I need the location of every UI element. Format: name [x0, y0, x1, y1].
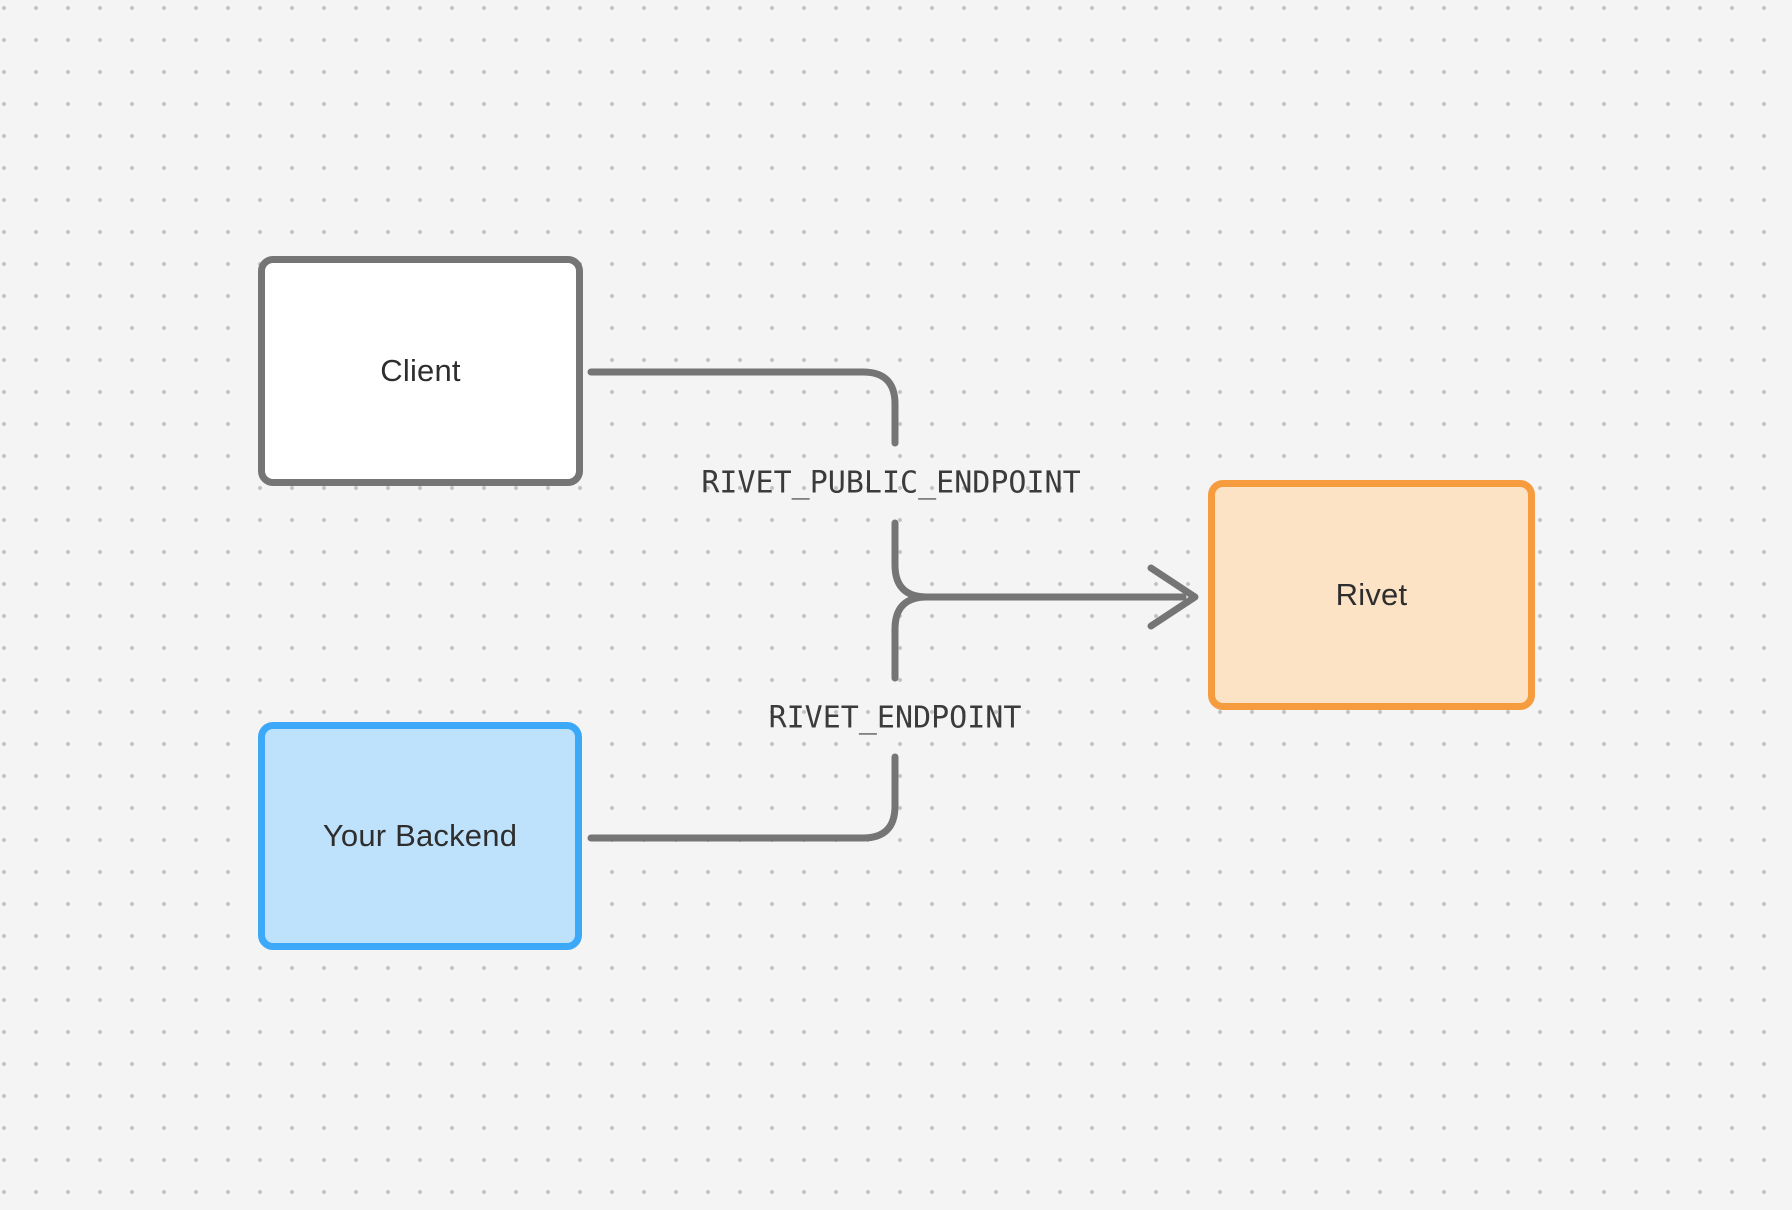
edge-client-to-merge [891, 519, 931, 601]
edge-backend-horizontal [587, 753, 899, 842]
edge-backend-to-merge [891, 593, 931, 682]
edge-client-horizontal [587, 368, 899, 447]
node-your-backend-label: Your Backend [322, 818, 518, 853]
node-rivet-label: Rivet [1335, 577, 1408, 612]
arrowhead-icon [1147, 564, 1199, 630]
node-your-backend: Your Backend [258, 722, 582, 950]
edge-label-rivet-endpoint: RIVET_ENDPOINT [768, 700, 1022, 736]
node-rivet: Rivet [1208, 480, 1535, 710]
node-client-label: Client [380, 353, 461, 388]
edge-label-rivet-public-endpoint: RIVET_PUBLIC_ENDPOINT [701, 465, 1081, 501]
node-client: Client [258, 256, 583, 486]
